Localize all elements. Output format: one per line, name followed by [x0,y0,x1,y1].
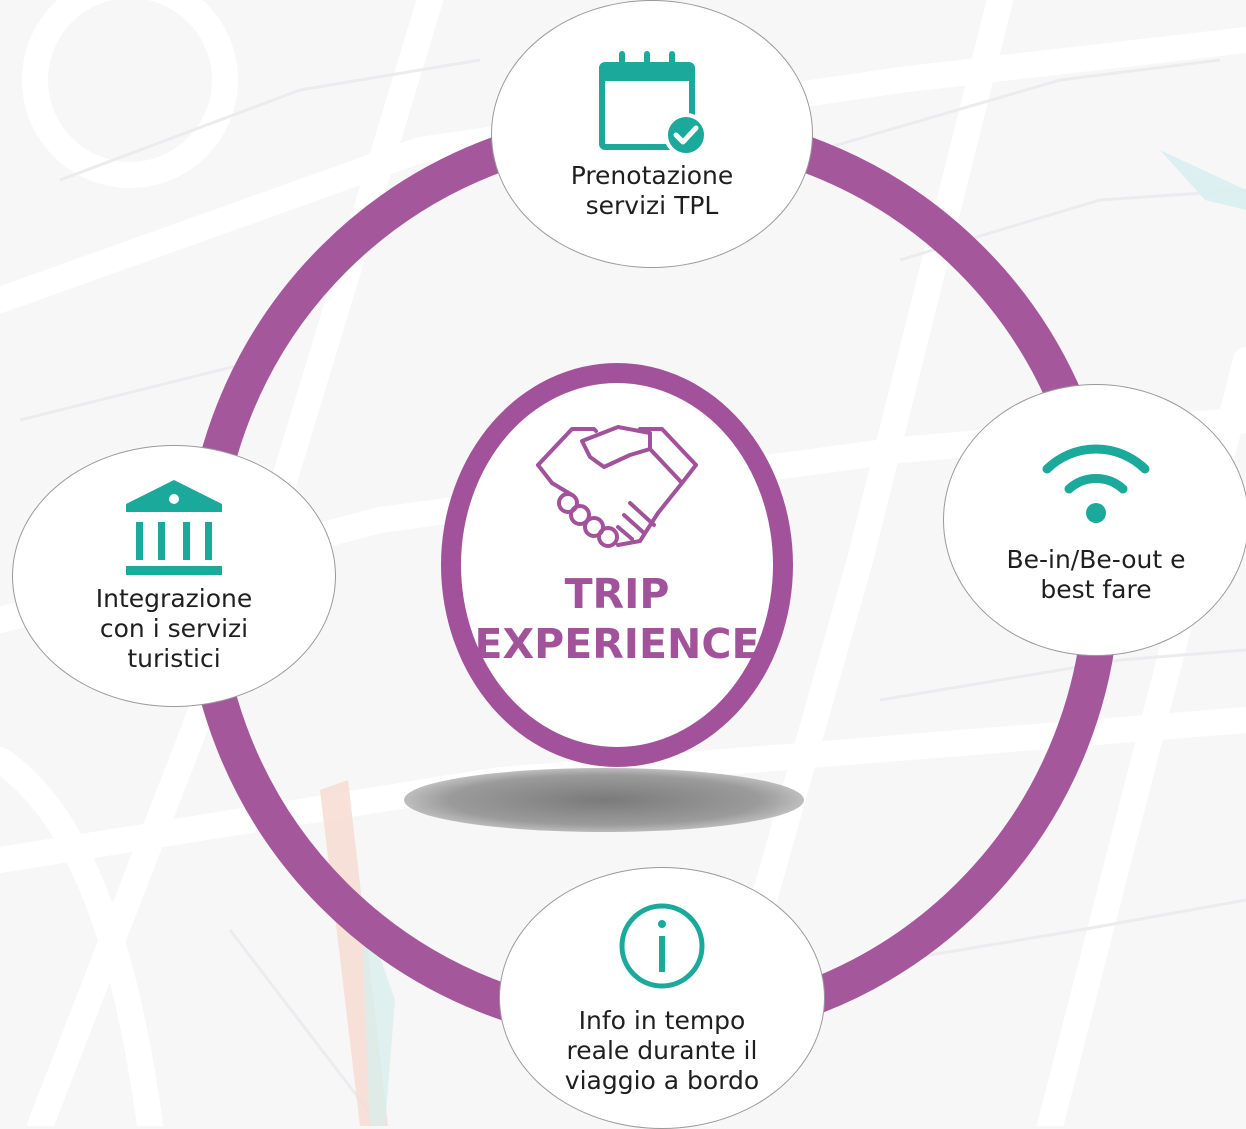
bank-icon [126,480,222,575]
info-icon [619,903,705,989]
hub-shadow [404,768,804,832]
step-label-realtime-info: Info in tempo reale durante il viaggio a… [564,1006,760,1095]
hub-circle: TRIP EXPERIENCE [441,363,793,767]
step-node-tourism: Integrazione con i servizi turistici [12,445,336,707]
step-node-booking: Prenotazione servizi TPL [491,0,813,268]
hub-title: TRIP EXPERIENCE [474,570,760,668]
step-label-bein-beout: Be-in/Be-out e best fare [1006,545,1186,604]
handshake-icon [536,425,698,548]
step-label-tourism: Integrazione con i servizi turistici [95,584,253,673]
step-label-booking: Prenotazione servizi TPL [570,161,734,220]
wifi-icon [1042,444,1150,523]
calendar-check-icon [599,51,708,157]
step-node-bein-beout: Be-in/Be-out e best fare [943,384,1246,656]
step-node-realtime-info: Info in tempo reale durante il viaggio a… [499,867,825,1129]
